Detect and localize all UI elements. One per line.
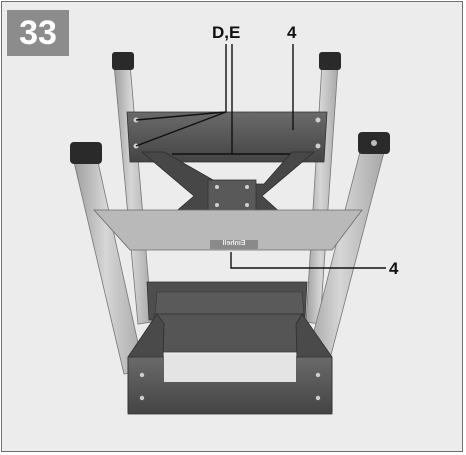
foot-front-left (70, 142, 102, 164)
crossbar-upper-rear (126, 111, 328, 163)
brand-plate (210, 240, 258, 249)
crossbar-upper-front (93, 209, 363, 251)
x-brace-center-plate (207, 179, 257, 213)
foot-back-left (112, 52, 134, 70)
leader-de-1 (135, 44, 227, 121)
base-frame-opening (164, 354, 296, 382)
stand-illustration (70, 44, 390, 415)
brand-plate-text: Einhell (222, 240, 246, 247)
figure-number-badge: 33 (7, 10, 69, 56)
leader-4-mid (230, 252, 386, 269)
callout-label-de: D,E (212, 23, 241, 42)
foot-back-right (319, 52, 341, 70)
callout-label-4-top: 4 (287, 23, 297, 42)
leader-de-2 (135, 111, 227, 147)
crossbar-lower-front (154, 291, 305, 315)
base-frame-rear (153, 313, 305, 353)
callout-label-4-mid: 4 (389, 259, 399, 278)
leader-lines (135, 44, 386, 269)
